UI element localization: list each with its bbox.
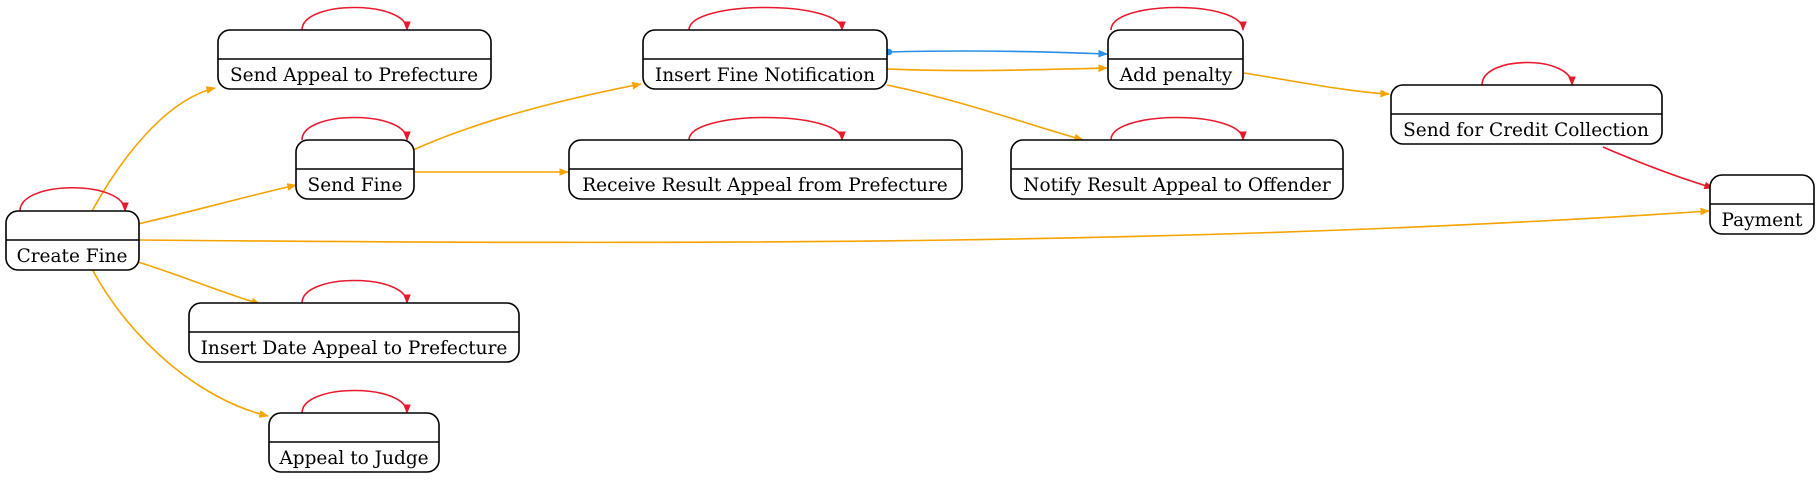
self-loop-add-penalty	[1110, 6, 1247, 31]
node-payment[interactable]: Payment	[1709, 174, 1815, 235]
node-label: Insert Fine Notification	[655, 65, 875, 86]
edge-create-fine-to-appeal-judge	[91, 268, 269, 418]
edge-insert-notification-to-add-penalty-blue	[885, 48, 1108, 58]
self-loop-create-fine	[19, 187, 129, 212]
node-label: Create Fine	[17, 246, 128, 267]
node-label: Insert Date Appeal to Prefecture	[201, 338, 508, 359]
node-label: Add penalty	[1119, 65, 1233, 86]
self-loop-send-fine	[301, 116, 411, 141]
edge-send-fine-to-insert-fine-notification	[412, 81, 642, 151]
edges-layer	[91, 48, 1714, 418]
edge-add-penalty-to-credit-collection	[1243, 72, 1390, 98]
node-label: Notify Result Appeal to Offender	[1023, 175, 1331, 196]
node-label: Receive Result Appeal from Prefecture	[582, 175, 948, 196]
node-insert-fine-notification[interactable]: Insert Fine Notification	[642, 29, 888, 90]
node-send-appeal-to-prefecture[interactable]: Send Appeal to Prefecture	[217, 29, 492, 90]
edge-create-fine-to-send-fine	[137, 183, 297, 225]
self-loop-send-appeal-prefecture	[301, 6, 411, 31]
node-create-fine[interactable]: Create Fine	[5, 210, 140, 271]
edge-create-fine-to-payment	[137, 207, 1710, 244]
edge-credit-collection-to-payment	[1602, 146, 1714, 190]
self-loop-notify-result-appeal	[1110, 116, 1247, 141]
edge-create-fine-to-send-appeal	[91, 86, 216, 212]
node-label: Send Fine	[308, 175, 403, 196]
node-add-penalty[interactable]: Add penalty	[1107, 29, 1244, 90]
edge-insert-notification-to-add-penalty-orange	[886, 64, 1108, 73]
node-send-fine[interactable]: Send Fine	[295, 139, 415, 200]
node-appeal-to-judge[interactable]: Appeal to Judge	[268, 412, 440, 473]
self-loops-layer	[19, 6, 1576, 414]
node-label: Send for Credit Collection	[1403, 120, 1649, 141]
edge-create-fine-to-insert-date-appeal	[137, 261, 261, 306]
node-notify-result-appeal-to-offender[interactable]: Notify Result Appeal to Offender	[1010, 139, 1344, 200]
node-send-for-credit-collection[interactable]: Send for Credit Collection	[1390, 84, 1663, 145]
self-loop-receive-result-appeal	[688, 116, 846, 141]
node-label: Appeal to Judge	[278, 448, 428, 469]
node-label: Send Appeal to Prefecture	[230, 65, 478, 86]
node-insert-date-appeal-to-prefecture[interactable]: Insert Date Appeal to Prefecture	[188, 302, 520, 363]
self-loop-insert-fine-notification	[688, 6, 846, 31]
self-loop-appeal-to-judge	[301, 389, 411, 414]
nodes-layer: Create Fine Send Appeal to Prefecture Se…	[5, 29, 1815, 473]
node-receive-result-appeal-from-prefecture[interactable]: Receive Result Appeal from Prefecture	[568, 139, 963, 200]
edge-insert-notification-to-notify-result	[886, 84, 1084, 142]
self-loop-send-credit-collection	[1481, 61, 1576, 86]
self-loop-insert-date-appeal	[301, 279, 411, 304]
node-label: Payment	[1722, 210, 1804, 231]
